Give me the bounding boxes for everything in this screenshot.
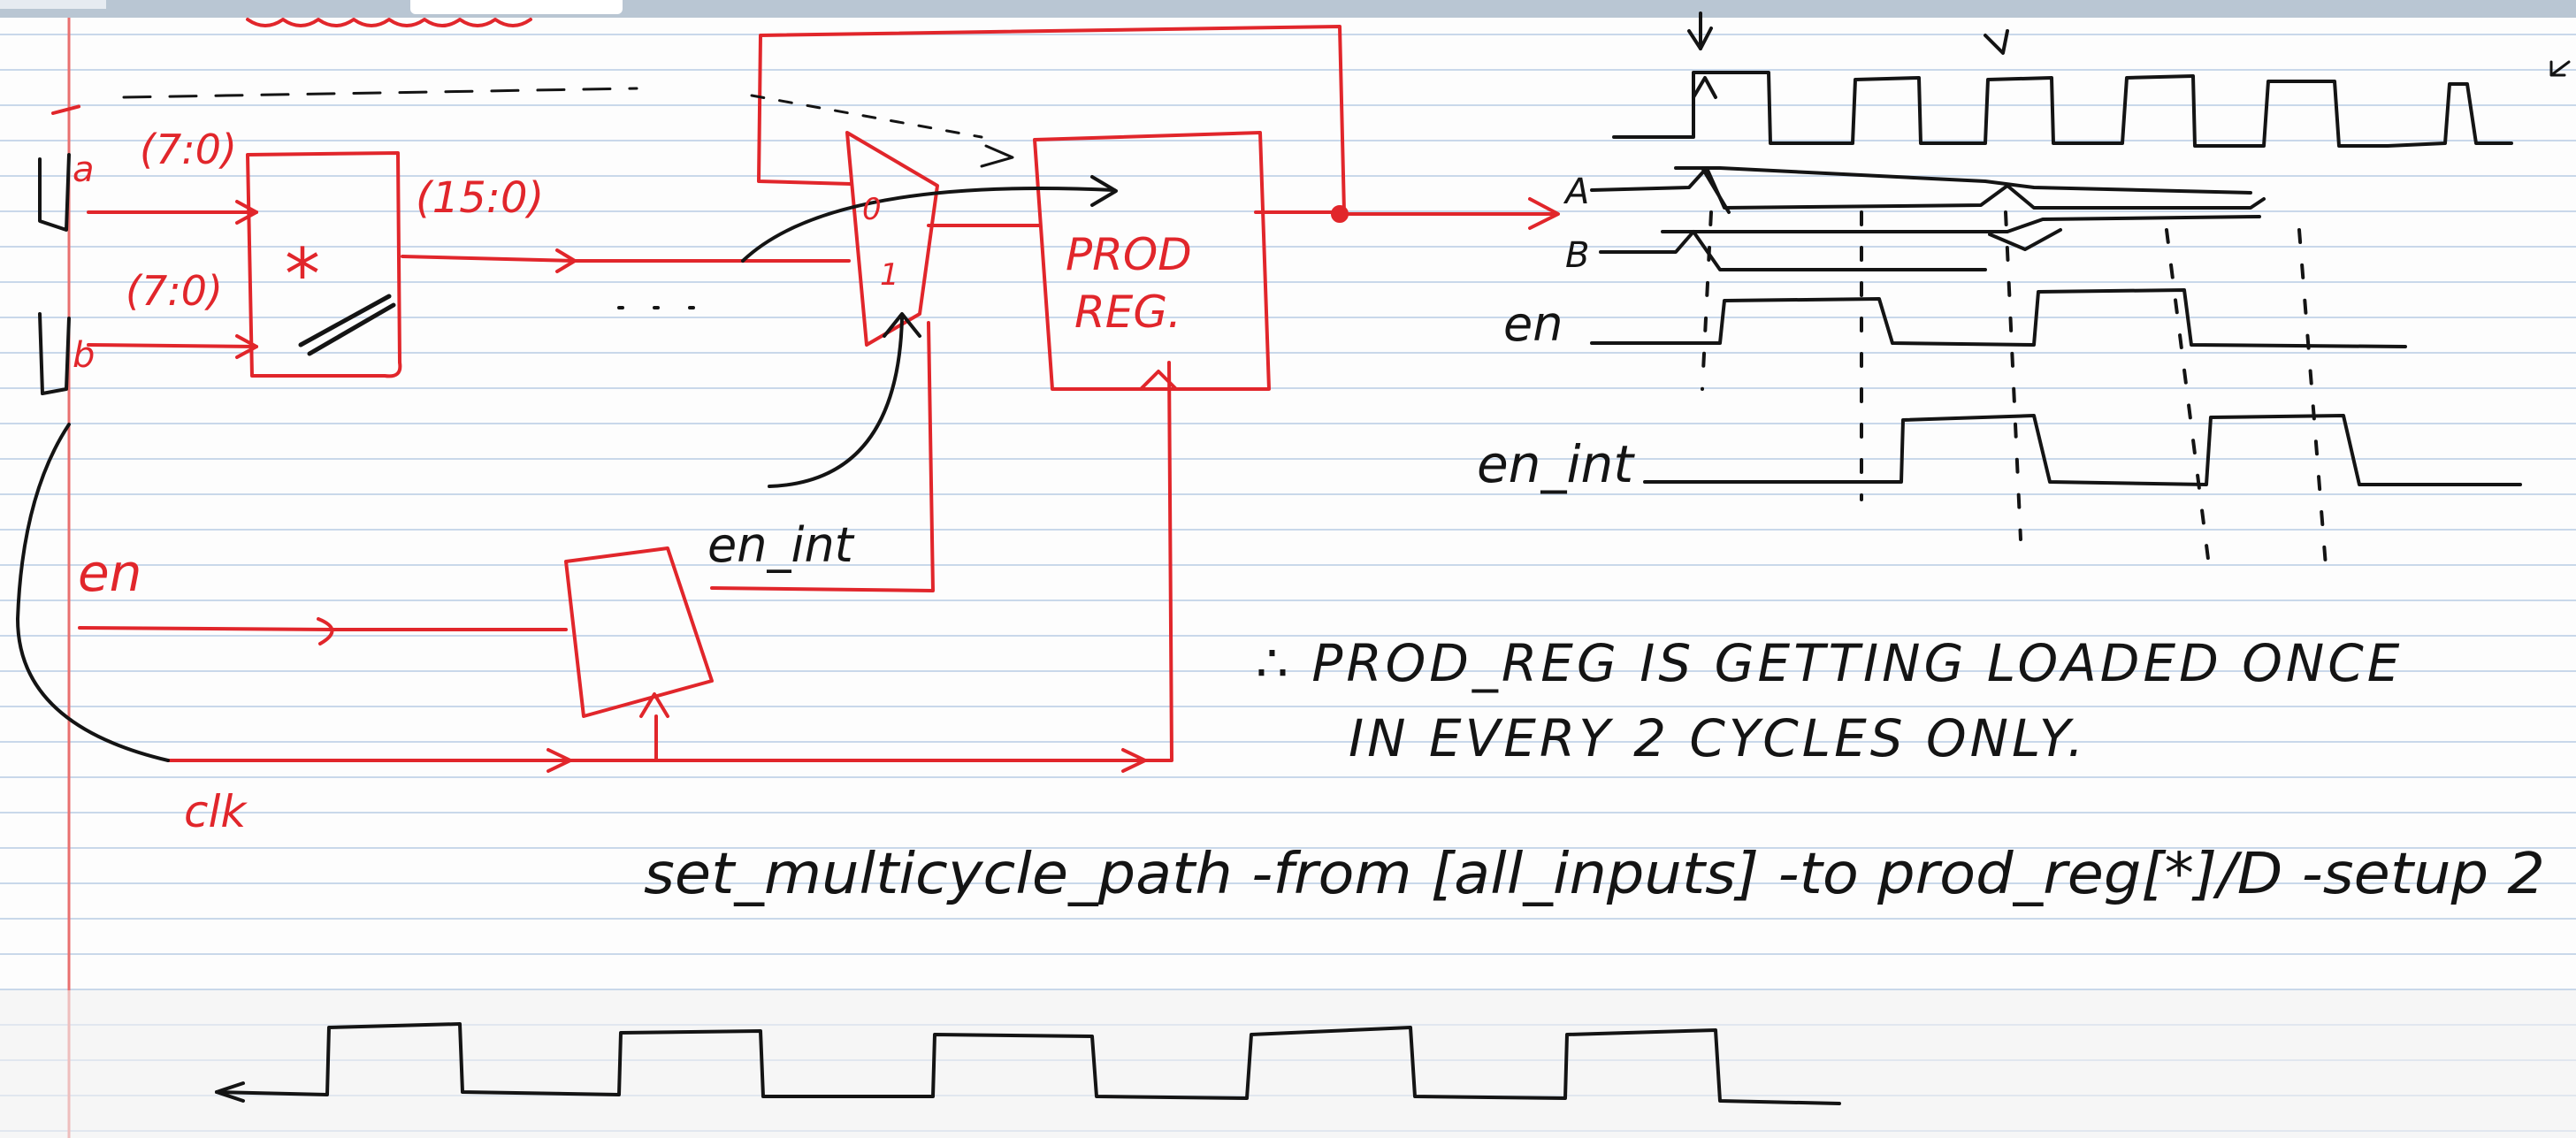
- bottom-shade: [0, 990, 2576, 1138]
- timing-label-en-int: en_int: [1477, 434, 1635, 494]
- multiplier-block: [246, 151, 402, 378]
- input-b-label: b: [73, 335, 95, 376]
- note-line-2: IN EVERY 2 CYCLES ONLY.: [1349, 708, 2087, 768]
- prod-reg-label-line2: REG.: [1074, 286, 1181, 338]
- bottom-clock-wave: [215, 1022, 1841, 1105]
- browser-tab[interactable]: [0, 0, 106, 9]
- active-tab[interactable]: [410, 0, 623, 14]
- mux: [845, 131, 939, 347]
- timing-label-en: en: [1503, 296, 1563, 352]
- clk-label: clk: [184, 786, 248, 837]
- bus-b-width: (7:0): [126, 267, 223, 315]
- sdc-command: set_multicycle_path -from [all_inputs] -…: [644, 842, 2545, 907]
- signal-en-int-wave: [1643, 414, 2522, 486]
- product-bus-width: (15:0): [416, 173, 544, 223]
- en-input-label: en: [78, 543, 141, 603]
- window-top-bar: [0, 0, 2576, 18]
- en-int-label: en_int: [707, 517, 855, 573]
- black-annotations: [16, 153, 1841, 1105]
- timing-label-b: B: [1565, 235, 1589, 276]
- mux-input-zero: 0: [862, 192, 882, 227]
- note-line-1: ∴ PROD_REG IS GETTING LOADED ONCE: [1256, 633, 2403, 693]
- bus-a-width: (7:0): [140, 126, 237, 173]
- timing-clock-wave: [1612, 71, 2513, 148]
- timing-label-a: A: [1563, 172, 1589, 212]
- timing-diagram: [1590, 11, 2571, 568]
- input-a-label: a: [73, 149, 95, 190]
- signal-a-bus: [1590, 166, 2266, 210]
- signal-en-wave: [1590, 288, 2407, 348]
- ruled-paper: [0, 18, 2576, 1138]
- en-flop: [564, 546, 714, 718]
- prod-reg-label-line1: PROD: [1066, 229, 1192, 280]
- mux-input-one: 1: [880, 257, 899, 293]
- circuit-diagram: [51, 18, 1560, 773]
- prod-reg-block: [1033, 131, 1271, 391]
- multiplier-symbol: *: [285, 233, 320, 316]
